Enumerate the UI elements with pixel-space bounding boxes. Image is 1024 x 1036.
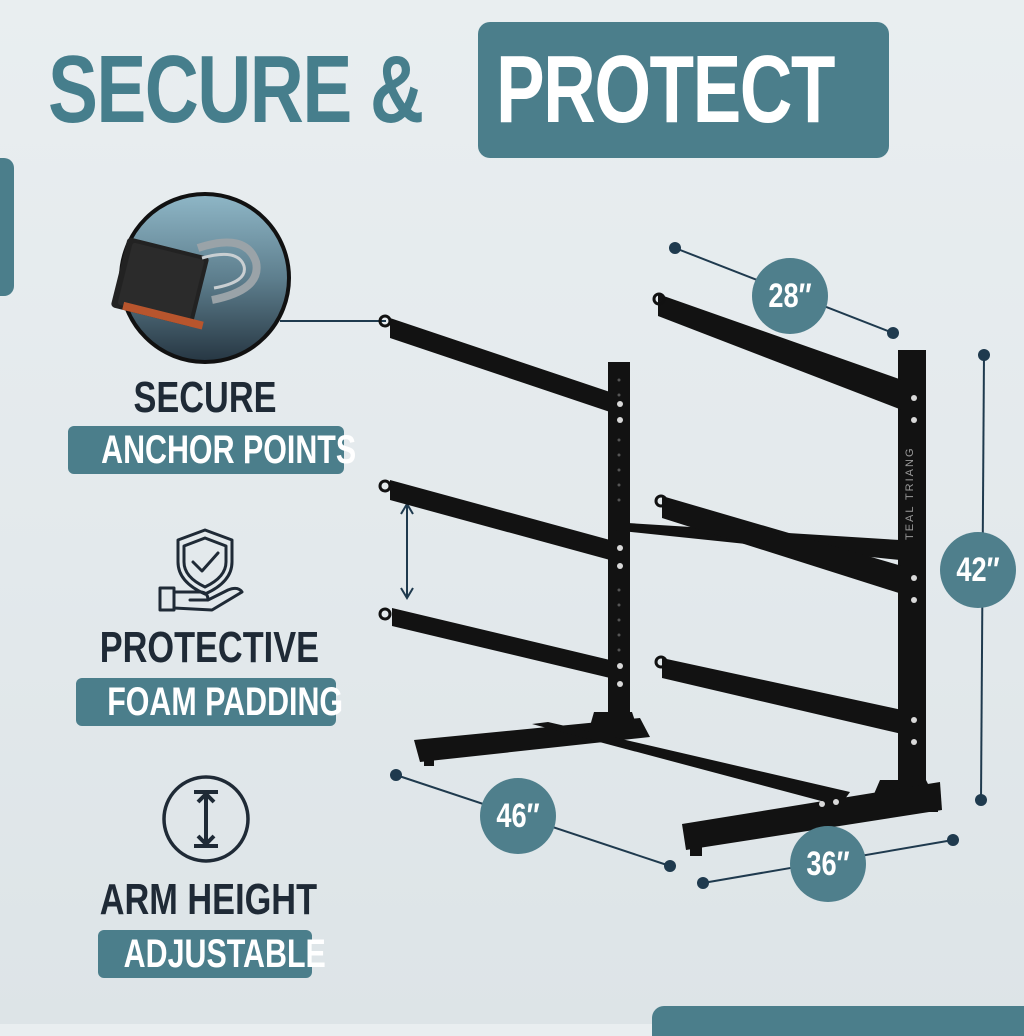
dimension-endpoints bbox=[390, 242, 990, 889]
upright-holes bbox=[617, 378, 621, 652]
feature-height-line1: ARM HEIGHT bbox=[99, 875, 318, 924]
headline-highlight-box bbox=[478, 22, 889, 158]
left-accent-tab bbox=[0, 158, 14, 296]
anchor-rings bbox=[378, 292, 668, 669]
dimension-badge-width: 36″ bbox=[790, 826, 866, 902]
dimension-badge-height: 42″ bbox=[940, 532, 1016, 608]
vertical-arrow-icon bbox=[162, 775, 250, 863]
kayak-rack bbox=[390, 294, 942, 856]
headline-part2: PROTECT bbox=[496, 36, 835, 143]
feature-padding-line2: FOAM PADDING bbox=[107, 680, 344, 724]
dimension-depth-value: 46″ bbox=[496, 796, 540, 835]
feature-anchor-line2: ANCHOR POINTS bbox=[101, 428, 357, 472]
headline-part1: SECURE & bbox=[48, 36, 424, 143]
brand-text-wrapper: TEAL TRIANG bbox=[902, 420, 920, 540]
dimension-badge-depth: 46″ bbox=[480, 778, 556, 854]
anchor-point-closeup-icon bbox=[111, 192, 291, 364]
dimension-width-value: 36″ bbox=[806, 844, 850, 883]
feature-height-pill bbox=[98, 930, 312, 978]
dimension-badge-arm-length: 28″ bbox=[752, 258, 828, 334]
feature-anchor-line1: SECURE bbox=[133, 373, 277, 422]
dimension-height-value: 42″ bbox=[956, 550, 1000, 589]
feature-padding-line1: PROTECTIVE bbox=[99, 623, 320, 672]
feature-height-line2: ADJUSTABLE bbox=[123, 932, 326, 976]
feature-padding-pill bbox=[76, 678, 336, 726]
bolts bbox=[617, 395, 917, 807]
dimension-arm-length-value: 28″ bbox=[768, 276, 812, 315]
feature-anchor-pill bbox=[68, 426, 344, 474]
shield-hand-icon bbox=[158, 528, 244, 612]
brand-text: TEAL TRIANG bbox=[904, 446, 916, 540]
